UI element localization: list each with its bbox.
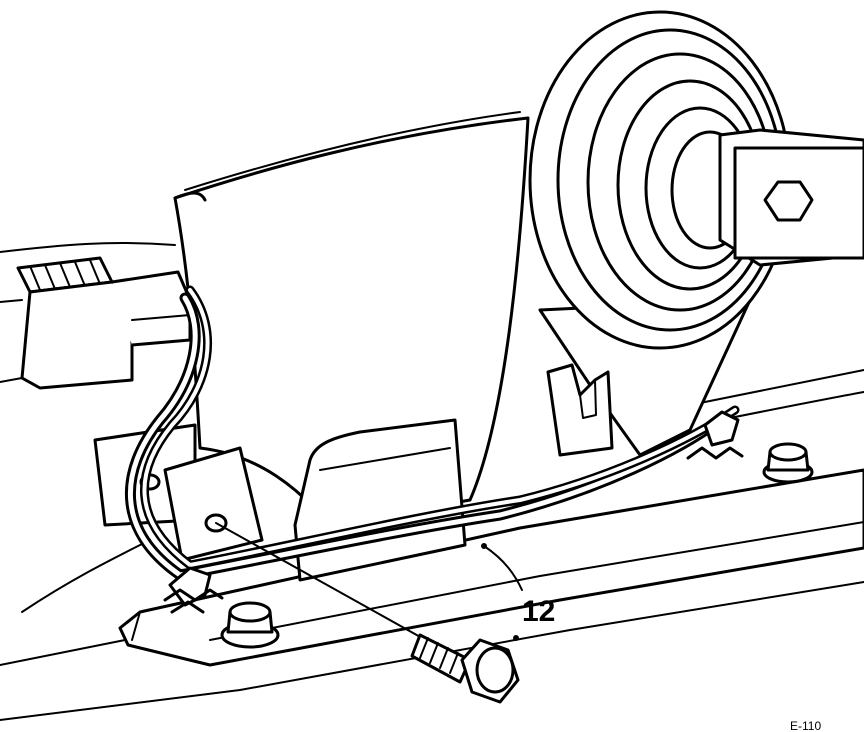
mounting-screw	[215, 522, 520, 704]
horn-bracket	[173, 111, 614, 582]
wiring-connector	[0, 256, 192, 390]
harness-clip-right	[686, 410, 744, 460]
body-panel-outline	[0, 241, 864, 613]
figure-reference: E-110	[790, 719, 821, 732]
flange-bolt-right	[762, 442, 814, 484]
callout-12: 12	[481, 543, 555, 641]
cross-member	[0, 468, 864, 721]
callout-label-12: 12	[522, 595, 555, 628]
horn	[528, 10, 864, 457]
harness-clip-left	[163, 566, 224, 614]
mounting-tab	[163, 446, 264, 562]
flange-bolt-left	[220, 601, 280, 649]
wiring-harness	[124, 285, 740, 581]
